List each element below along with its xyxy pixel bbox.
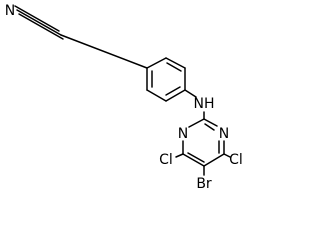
pyrimidine-ring	[182, 118, 225, 167]
benzene-double-2	[165, 86, 181, 96]
nitrile-bond-2	[18, 13, 64, 40]
benzene-bond-4	[146, 89, 167, 102]
cl-left-bond	[175, 153, 184, 158]
pyrimidine-double-2	[187, 152, 205, 163]
benzene-bond-6	[146, 57, 167, 69]
benzene-double-1	[166, 62, 182, 72]
nitrile-bond-1	[16, 9, 62, 36]
pyrimidine-bond-1	[203, 118, 218, 127]
cl-right-label: Cl	[229, 152, 243, 168]
pyrimidine-n-right-label: N	[219, 126, 229, 142]
chemical-structure: N NH N N Cl Cl Br	[5, 3, 243, 192]
benzene-bond-1	[165, 57, 186, 69]
pyrimidine-bond-4	[182, 153, 205, 167]
br-label: Br	[196, 176, 212, 192]
pyrimidine-double-1	[204, 123, 215, 131]
benzene-ring	[146, 57, 186, 102]
nitrile-triple-bond	[14, 5, 64, 40]
nitrile-bond-3	[14, 5, 60, 32]
cl-left-label: Cl	[159, 152, 173, 168]
nh-label: NH	[194, 96, 215, 112]
pyrimidine-bond-5	[203, 153, 225, 167]
pyrimidine-n-left-label: N	[178, 126, 188, 142]
cl-right-bond	[223, 153, 231, 158]
nitrile-to-ring-bond	[60, 34, 148, 69]
ring-to-nh-bond	[184, 89, 197, 98]
pyrimidine-bond-2	[188, 118, 205, 128]
nitrile-n-label: N	[5, 3, 15, 19]
benzene-bond-3	[165, 89, 186, 102]
